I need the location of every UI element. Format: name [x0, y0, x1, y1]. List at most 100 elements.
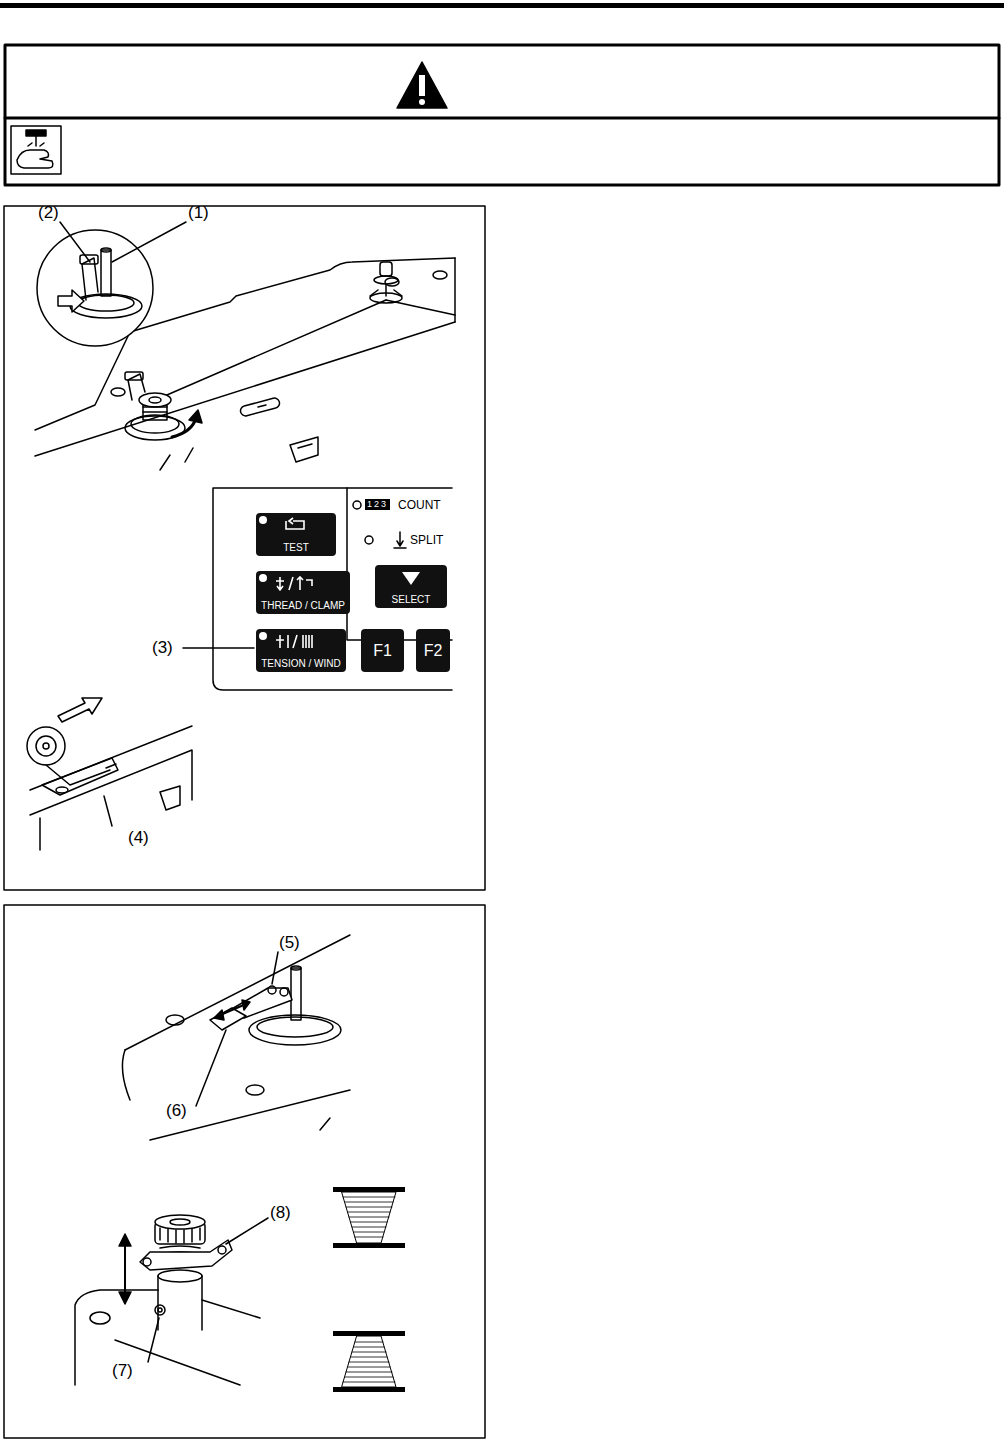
thread-tension-assembly: [124, 1240, 126, 1298]
panel-button: F1: [361, 629, 404, 672]
bobbin-winder: [143, 407, 167, 412]
machine-arm: [122, 1050, 130, 1100]
led-indicator: [259, 574, 267, 582]
control-panel: [365, 536, 373, 544]
machine-arm: [258, 405, 266, 407]
magnified-view: [101, 248, 111, 252]
machine-arm: [125, 935, 350, 1050]
button-label: F2: [424, 642, 443, 660]
bobbin-upper-heavy: [333, 1187, 405, 1192]
warning-box: [419, 99, 425, 105]
leader-lines: [148, 1318, 159, 1362]
thread-tension: [380, 262, 392, 276]
bobbin-lower-heavy: [343, 1342, 395, 1382]
leader-lines: [272, 952, 278, 984]
thread-tension: [370, 290, 402, 296]
thread-guide-view: [106, 764, 116, 768]
warning-box: [5, 45, 999, 185]
thread-tension-assembly: [119, 1234, 131, 1304]
machine-arm: [298, 444, 312, 448]
button-label: TEST: [283, 542, 309, 553]
thread-tension-assembly: [170, 1219, 190, 1225]
button-symbol: [286, 518, 304, 529]
leader-lines: [183, 647, 254, 649]
panel-button: THREAD / CLAMP: [256, 571, 350, 614]
bobbin-upper-heavy: [333, 1187, 405, 1248]
machine-arm: [239, 397, 280, 417]
control-panel: [213, 488, 452, 690]
thread-path: [160, 300, 455, 398]
bobbin-winder: [139, 393, 171, 407]
thread-guide-view: [56, 787, 68, 793]
thread-guide-view: [160, 786, 180, 810]
bobbin-lower-heavy: [333, 1331, 405, 1336]
machine-arm: [246, 1085, 264, 1095]
bobbin-lower-heavy: [333, 1387, 405, 1392]
led-indicator: [259, 516, 267, 524]
hand-hazard-icon: [28, 143, 44, 146]
bobbin-upper-heavy: [333, 1243, 405, 1248]
thread-tension-assembly: [158, 1270, 202, 1282]
led-indicator: [259, 632, 267, 640]
panel-indicator-label: 123: [365, 499, 390, 510]
machine-arm: [290, 437, 318, 462]
bobbin-winder-shaft: [291, 968, 301, 1020]
panel-button: TEST: [256, 513, 336, 556]
thread-tension-assembly: [160, 1228, 200, 1243]
panel-button: SELECT: [375, 565, 447, 608]
leader-lines: [226, 1218, 268, 1244]
control-panel: [394, 532, 406, 548]
callout-number: (4): [128, 829, 149, 847]
warning-box: [5, 45, 999, 185]
callout-number: (7): [112, 1362, 133, 1380]
hand-hazard-icon: [17, 150, 53, 168]
machine-arm: [433, 271, 447, 279]
magnified-view: [37, 230, 153, 346]
leader-lines: [148, 952, 278, 1362]
callout-number: (6): [166, 1102, 187, 1120]
machine-arm: [166, 1015, 184, 1025]
callout-number: (3): [152, 639, 173, 657]
bobbin-winder: [125, 372, 143, 380]
button-label: F1: [373, 642, 392, 660]
thread-guide-view: [46, 765, 110, 785]
machine-arm: [35, 332, 130, 430]
bobbin-lower-heavy: [333, 1331, 405, 1392]
thread-tension-assembly: [155, 1305, 165, 1315]
thread-guide-view: [27, 727, 65, 765]
leader-lines: [60, 222, 90, 262]
control-panel: [213, 488, 452, 690]
callout-number: (8): [270, 1204, 291, 1222]
control-panel: [353, 501, 361, 509]
machine-arm: [150, 1090, 350, 1140]
button-label: SELECT: [392, 594, 431, 605]
button-label: TENSION / WIND: [261, 658, 340, 669]
thread-tension-assembly: [75, 1290, 158, 1385]
panel-indicator-label: COUNT: [398, 498, 441, 512]
leader-lines: [104, 796, 112, 826]
figure-frame: [4, 905, 485, 1438]
machine-arm: [320, 1118, 330, 1130]
thread-tension-assembly: [158, 1308, 162, 1312]
bobbin-winder-shaft: [268, 986, 276, 994]
leader-lines: [60, 222, 254, 826]
leader-lines: [196, 1030, 226, 1106]
warning-box: [419, 75, 425, 96]
hand-hazard-icon: [11, 126, 61, 174]
warning-box: [5, 117, 999, 120]
thread-tension: [385, 284, 387, 296]
callout-number: (2): [38, 204, 59, 222]
button-symbol: [276, 635, 312, 648]
magnified-view: [58, 290, 84, 312]
header-rule: [0, 3, 1004, 8]
warning-box: [397, 62, 447, 108]
thread-tension-assembly: [202, 1300, 260, 1318]
thread-guide-view: [43, 743, 49, 749]
button-label: THREAD / CLAMP: [261, 600, 345, 611]
bobbin-lower-heavy: [342, 1336, 396, 1387]
thread-tension: [370, 262, 402, 303]
bobbin-upper-heavy: [343, 1197, 395, 1237]
thread-tension-assembly: [140, 1240, 232, 1270]
